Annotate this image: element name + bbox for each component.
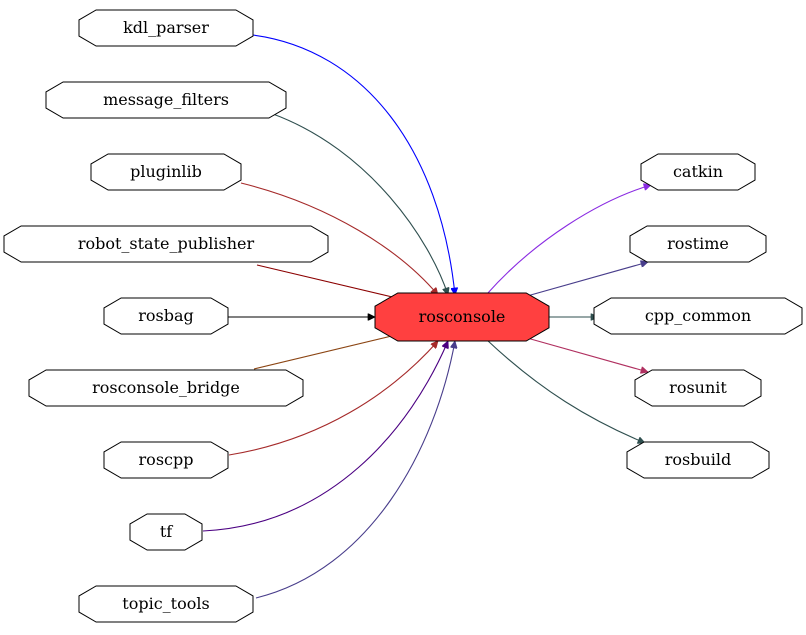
node-rosbuild[interactable]: rosbuild bbox=[626, 441, 770, 479]
node-message-filters-label: message_filters bbox=[103, 90, 229, 109]
node-message-filters[interactable]: message_filters bbox=[45, 81, 287, 119]
node-rostime-label: rostime bbox=[667, 234, 729, 253]
edge-rosconsole-bridge-to-rosconsole bbox=[253, 334, 400, 370]
node-roscpp-label: roscpp bbox=[139, 450, 194, 469]
node-roscpp[interactable]: roscpp bbox=[103, 441, 229, 479]
node-rosbag-label: rosbag bbox=[138, 306, 194, 325]
edge-rosconsole-to-catkin bbox=[486, 185, 651, 295]
node-kdl-parser[interactable]: kdl_parser bbox=[78, 9, 254, 47]
node-pluginlib-shape bbox=[90, 153, 242, 191]
node-cpp-common-label: cpp_common bbox=[645, 306, 751, 325]
node-topic-tools-label: topic_tools bbox=[122, 594, 209, 613]
node-cpp-common[interactable]: cpp_common bbox=[593, 297, 803, 335]
node-rosconsole-bridge-label: rosconsole_bridge bbox=[92, 378, 240, 397]
edge-pluginlib-to-rosconsole bbox=[240, 182, 438, 295]
node-cpp-common-shape bbox=[593, 297, 803, 335]
node-kdl-parser-shape bbox=[78, 9, 254, 47]
node-rosconsole-center-label: rosconsole bbox=[419, 307, 506, 326]
node-catkin[interactable]: catkin bbox=[640, 153, 756, 191]
node-catkin-label: catkin bbox=[673, 162, 723, 181]
node-rosbuild-label: rosbuild bbox=[665, 450, 732, 469]
node-rosunit-label: rosunit bbox=[669, 378, 727, 397]
node-pluginlib-label: pluginlib bbox=[130, 162, 202, 181]
node-rosbag[interactable]: rosbag bbox=[103, 297, 229, 335]
node-rostime[interactable]: rostime bbox=[629, 225, 767, 263]
node-message-filters-shape bbox=[45, 81, 287, 119]
node-pluginlib[interactable]: pluginlib bbox=[90, 153, 242, 191]
edge-tf-to-rosconsole bbox=[202, 341, 448, 532]
node-roscpp-shape bbox=[103, 441, 229, 479]
node-topic-tools-shape bbox=[78, 585, 254, 623]
node-tf-label: tf bbox=[160, 522, 173, 541]
edge-robot-state-publisher-to-rosconsole bbox=[256, 264, 405, 300]
edge-rosconsole-to-rostime bbox=[519, 262, 648, 299]
edge-kdl-parser-to-rosconsole bbox=[252, 34, 455, 295]
node-kdl-parser-label: kdl_parser bbox=[123, 18, 209, 37]
node-robot-state-publisher[interactable]: robot_state_publisher bbox=[3, 225, 329, 263]
nodes-layer: kdl_parser message_filters pluginlib robot_… bbox=[3, 9, 803, 623]
node-robot-state-publisher-shape bbox=[3, 225, 329, 263]
node-rosbuild-shape bbox=[626, 441, 770, 479]
node-rosbag-shape bbox=[103, 297, 229, 335]
edge-rosconsole-to-rosbuild bbox=[486, 339, 645, 443]
node-rosconsole-center-shape bbox=[374, 292, 550, 342]
node-topic-tools[interactable]: topic_tools bbox=[78, 585, 254, 623]
node-catkin-shape bbox=[640, 153, 756, 191]
node-tf-shape bbox=[129, 513, 203, 551]
node-rosconsole-center[interactable]: rosconsole bbox=[374, 292, 550, 342]
node-rostime-shape bbox=[629, 225, 767, 263]
node-rosconsole-bridge[interactable]: rosconsole_bridge bbox=[28, 369, 304, 407]
node-robot-state-publisher-label: robot_state_publisher bbox=[78, 234, 255, 253]
node-rosconsole-bridge-shape bbox=[28, 369, 304, 407]
node-tf[interactable]: tf bbox=[129, 513, 203, 551]
node-rosunit-shape bbox=[634, 369, 762, 407]
edge-roscpp-to-rosconsole bbox=[228, 341, 438, 456]
edge-message-filters-to-rosconsole bbox=[272, 113, 448, 295]
edge-topic-tools-to-rosconsole bbox=[255, 341, 455, 599]
edges-layer bbox=[202, 34, 651, 599]
edge-rosconsole-to-rosunit bbox=[519, 335, 648, 372]
node-rosunit[interactable]: rosunit bbox=[634, 369, 762, 407]
